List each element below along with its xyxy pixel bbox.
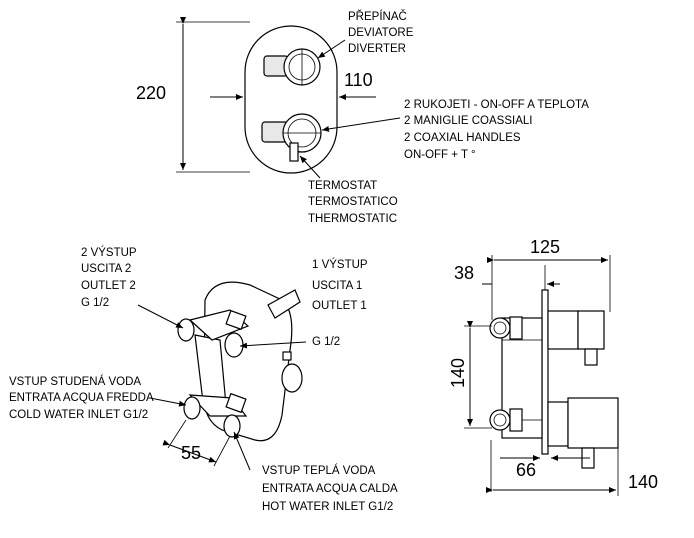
dim-38-label: 38 [454, 263, 474, 283]
dim-110-label: 110 [344, 70, 373, 90]
dim-38: 38 [454, 263, 560, 290]
dim-125-label: 125 [530, 237, 560, 257]
dim-55-label: 55 [181, 443, 201, 463]
side-view: 125 38 140 66 140 [448, 237, 658, 496]
dim-140-depth-label: 140 [628, 472, 658, 492]
cold-inlet-label: VSTUP STUDENÁ VODA ENTRATA ACQUA FREDDA … [9, 375, 156, 421]
dim-66-label: 66 [516, 460, 536, 480]
side-plate [541, 289, 549, 455]
iso-bottom-fitting [183, 392, 248, 438]
dim-125: 125 [487, 237, 611, 320]
thermostat-knob [261, 113, 322, 162]
iso-view: 55 2 VÝSTUP USCITA 2 OUTLET 2 G 1/2 1 VÝ… [9, 246, 400, 513]
dim-220-label: 220 [136, 83, 166, 103]
side-diverter-handle [547, 310, 605, 366]
outlet2-label: 2 VÝSTUP USCITA 2 OUTLET 2 G 1/2 [81, 246, 140, 309]
side-top-fitting [489, 316, 523, 340]
outlet1-label: 1 VÝSTUP USCITA 1 OUTLET 1 G 1/2 [312, 258, 371, 348]
hot-inlet-label: VSTUP TEPLÁ VODA ENTRATA ACQUA CALDA HOT… [262, 464, 400, 513]
handles-label: 2 RUKOJETI - ON-OFF A TEPLOTA 2 MANIGLIE… [404, 99, 591, 161]
diverter-label: PŘEPÍNAČ DEVIATORE DIVERTER [348, 10, 417, 55]
dim-220: 220 [136, 17, 250, 173]
side-bottom-fitting [489, 408, 523, 432]
thermostat-label: TERMOSTAT TERMOSTATICO THERMOSTATIC [308, 180, 401, 225]
dim-55: 55 [162, 419, 231, 467]
side-thermostat-handle [547, 397, 619, 469]
front-view: 220 110 PŘEPÍNAČ DEVIATORE DIVERTER 2 RU… [136, 10, 591, 225]
dim-140-depth: 140 [486, 448, 658, 496]
diverter-knob [263, 48, 321, 86]
dim-140-height: 140 [448, 321, 492, 429]
dim-66: 66 [490, 440, 590, 492]
dim-140-height-label: 140 [448, 358, 468, 388]
dim-110: 110 [210, 70, 376, 100]
